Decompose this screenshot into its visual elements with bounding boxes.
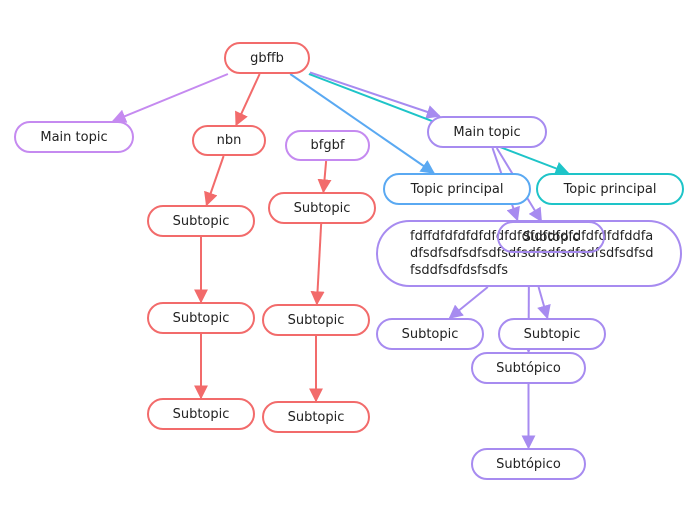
nbn-subtopic-1-label: Subtopic — [172, 213, 230, 229]
connector-long_text-to-right_sub2 — [537, 286, 551, 320]
bfgbf-subtopic-2-label: Subtopic — [287, 312, 345, 328]
subtopico-1-label: Subtópico — [496, 360, 561, 376]
main-topic-left-label: Main topic — [40, 129, 108, 145]
nbn-subtopic-3-label: Subtopic — [172, 406, 230, 422]
right-subtopic-2-label: Subtopic — [523, 326, 581, 342]
right-subtopic-1-node[interactable]: Subtopic — [376, 318, 484, 350]
connector-root-to-nbn — [235, 73, 261, 127]
connector-root-to-topic_principal_1 — [289, 73, 435, 174]
bfgbf-label: bfgbf — [310, 138, 345, 153]
bfgbf-subtopic-3-node[interactable]: Subtopic — [262, 401, 370, 433]
connector-root-to-main_topic_right — [309, 71, 441, 119]
bfgbf-node[interactable]: bfgbf — [285, 130, 370, 161]
right-subtopic-1-label: Subtopic — [401, 326, 459, 342]
main-topic-right-node[interactable]: Main topic — [427, 116, 547, 148]
overlapping-subtopic-node[interactable]: Subtopic — [497, 221, 605, 253]
topic-principal-1-label: Topic principal — [410, 181, 504, 197]
nbn-node[interactable]: nbn — [192, 125, 266, 156]
root-node-label: gbffb — [250, 50, 284, 66]
nbn-subtopic-3-node[interactable]: Subtopic — [147, 398, 255, 430]
connector-nbn-to-nbn_sub1 — [204, 155, 225, 207]
topic-principal-1-node[interactable]: Topic principal — [383, 173, 531, 205]
topic-principal-2-node[interactable]: Topic principal — [536, 173, 684, 205]
bfgbf-subtopic-1-node[interactable]: Subtopic — [268, 192, 376, 224]
connector-root-to-main_topic_left — [111, 73, 229, 123]
right-subtopic-2-node[interactable]: Subtopic — [498, 318, 606, 350]
subtopico-2-node[interactable]: Subtópico — [471, 448, 586, 480]
nbn-subtopic-2-node[interactable]: Subtopic — [147, 302, 255, 334]
connector-bfgbf_sub1-to-bfgbf_sub2 — [310, 223, 325, 306]
connector-long_text-to-right_sub1 — [448, 286, 489, 319]
subtopico-1-node[interactable]: Subtópico — [471, 352, 586, 384]
nbn-subtopic-1-node[interactable]: Subtopic — [147, 205, 255, 237]
bfgbf-subtopic-3-label: Subtopic — [287, 409, 345, 425]
root-node[interactable]: gbffb — [224, 42, 310, 74]
bfgbf-subtopic-2-node[interactable]: Subtopic — [262, 304, 370, 336]
nbn-subtopic-2-label: Subtopic — [172, 310, 230, 326]
main-topic-left-node[interactable]: Main topic — [14, 121, 134, 153]
topic-principal-2-label: Topic principal — [563, 181, 657, 197]
bfgbf-subtopic-1-label: Subtopic — [293, 200, 351, 216]
subtopico-2-label: Subtópico — [496, 456, 561, 472]
overlapping-subtopic-label: Subtopic — [522, 229, 580, 245]
nbn-label: nbn — [216, 133, 242, 148]
connector-bfgbf-to-bfgbf_sub1 — [317, 160, 332, 194]
main-topic-right-label: Main topic — [453, 124, 521, 140]
